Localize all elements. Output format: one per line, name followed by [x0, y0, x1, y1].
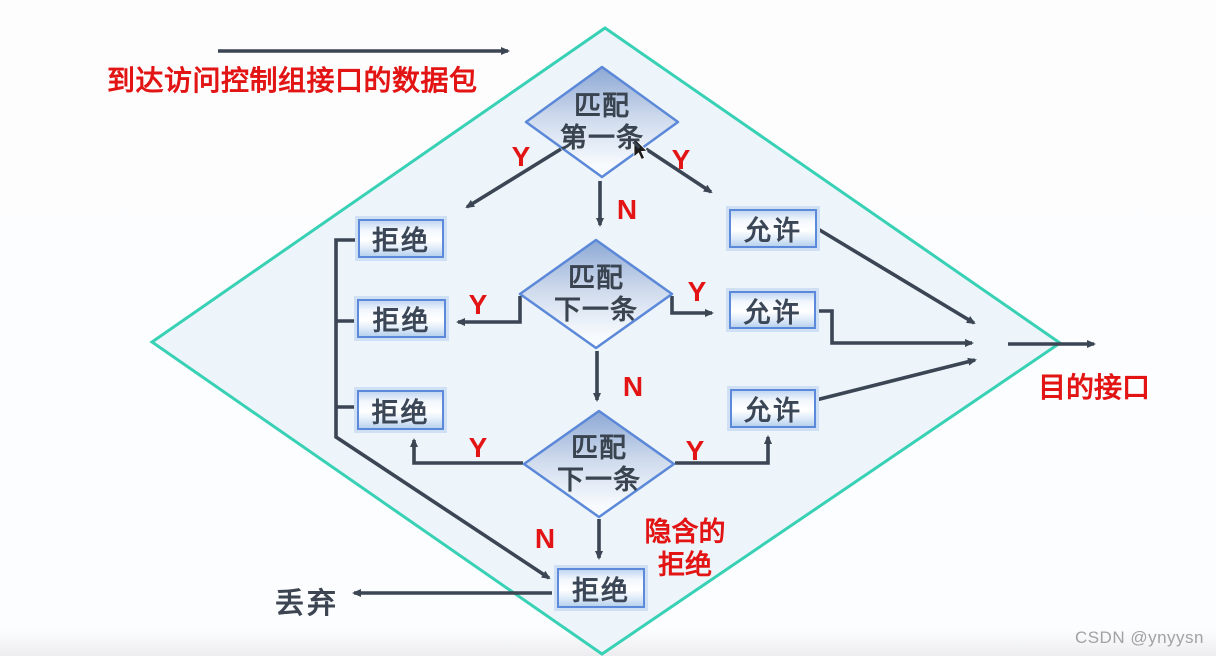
deny-box-2: 拒绝 — [357, 299, 446, 338]
permit-box-1: 允许 — [729, 209, 817, 248]
label-d2-no: N — [622, 371, 644, 402]
label-d3-yes-left: Y — [468, 432, 488, 463]
implicit-deny-label: 隐含的 拒绝 — [645, 516, 726, 582]
decision2-shape — [518, 238, 674, 350]
label-d1-yes-right: Y — [671, 144, 691, 175]
arrow-d3-yes-right — [675, 435, 772, 465]
deny-box-final: 拒绝 — [557, 568, 645, 608]
label-d2-yes-right: Y — [687, 276, 707, 307]
arrow-d1-yes-left — [465, 147, 562, 209]
decision3-line1: 匹配 — [571, 433, 627, 463]
implicit-deny-line1: 隐含的 — [644, 517, 726, 547]
permit-box-2: 允许 — [729, 291, 816, 329]
deny-box-3: 拒绝 — [357, 390, 444, 430]
arrow-d2-yes-right — [670, 296, 714, 317]
arrow-permit3-out — [815, 357, 977, 402]
deny-chain-line — [334, 238, 551, 580]
decision2-line1: 匹配 — [568, 263, 624, 293]
decision-match-next-2: 匹配 下一条 — [557, 432, 641, 496]
label-d2-yes-left: Y — [468, 289, 488, 320]
watermark-text: CSDN @ynyysn — [1074, 628, 1204, 647]
discard-label: 丢弃 — [274, 588, 340, 620]
destination-port-label: 目的接口 — [1038, 372, 1151, 403]
arrow-permit1-out — [817, 227, 976, 325]
arrow-d1-yes-right — [645, 147, 713, 194]
mouse-cursor-icon — [633, 137, 648, 161]
incoming-packet-label: 到达访问控制组接口的数据包 — [107, 65, 478, 96]
label-d1-yes-left: Y — [511, 141, 531, 172]
arrow-d3-yes-left — [410, 438, 523, 465]
decision1-line2: 第一条 — [560, 123, 644, 153]
label-d3-yes-right: Y — [685, 435, 705, 466]
decision1-line1: 匹配 — [574, 91, 630, 121]
decision2-line2: 下一条 — [554, 295, 638, 325]
label-d3-no: N — [534, 523, 556, 554]
label-d1-no: N — [616, 194, 638, 225]
connector-arrows — [218, 47, 1096, 597]
decision3-line2: 下一条 — [557, 465, 641, 495]
implicit-deny-line2: 拒绝 — [658, 550, 712, 580]
arrow-d2-yes-left — [456, 296, 522, 326]
arrow-permit2-out — [816, 309, 974, 347]
deny-box-1: 拒绝 — [358, 219, 444, 258]
decision3-shape — [522, 409, 676, 519]
decision-match-next-1: 匹配 下一条 — [554, 262, 638, 326]
decision-match-first: 匹配 第一条 — [560, 90, 644, 154]
permit-box-3: 允许 — [730, 389, 816, 428]
